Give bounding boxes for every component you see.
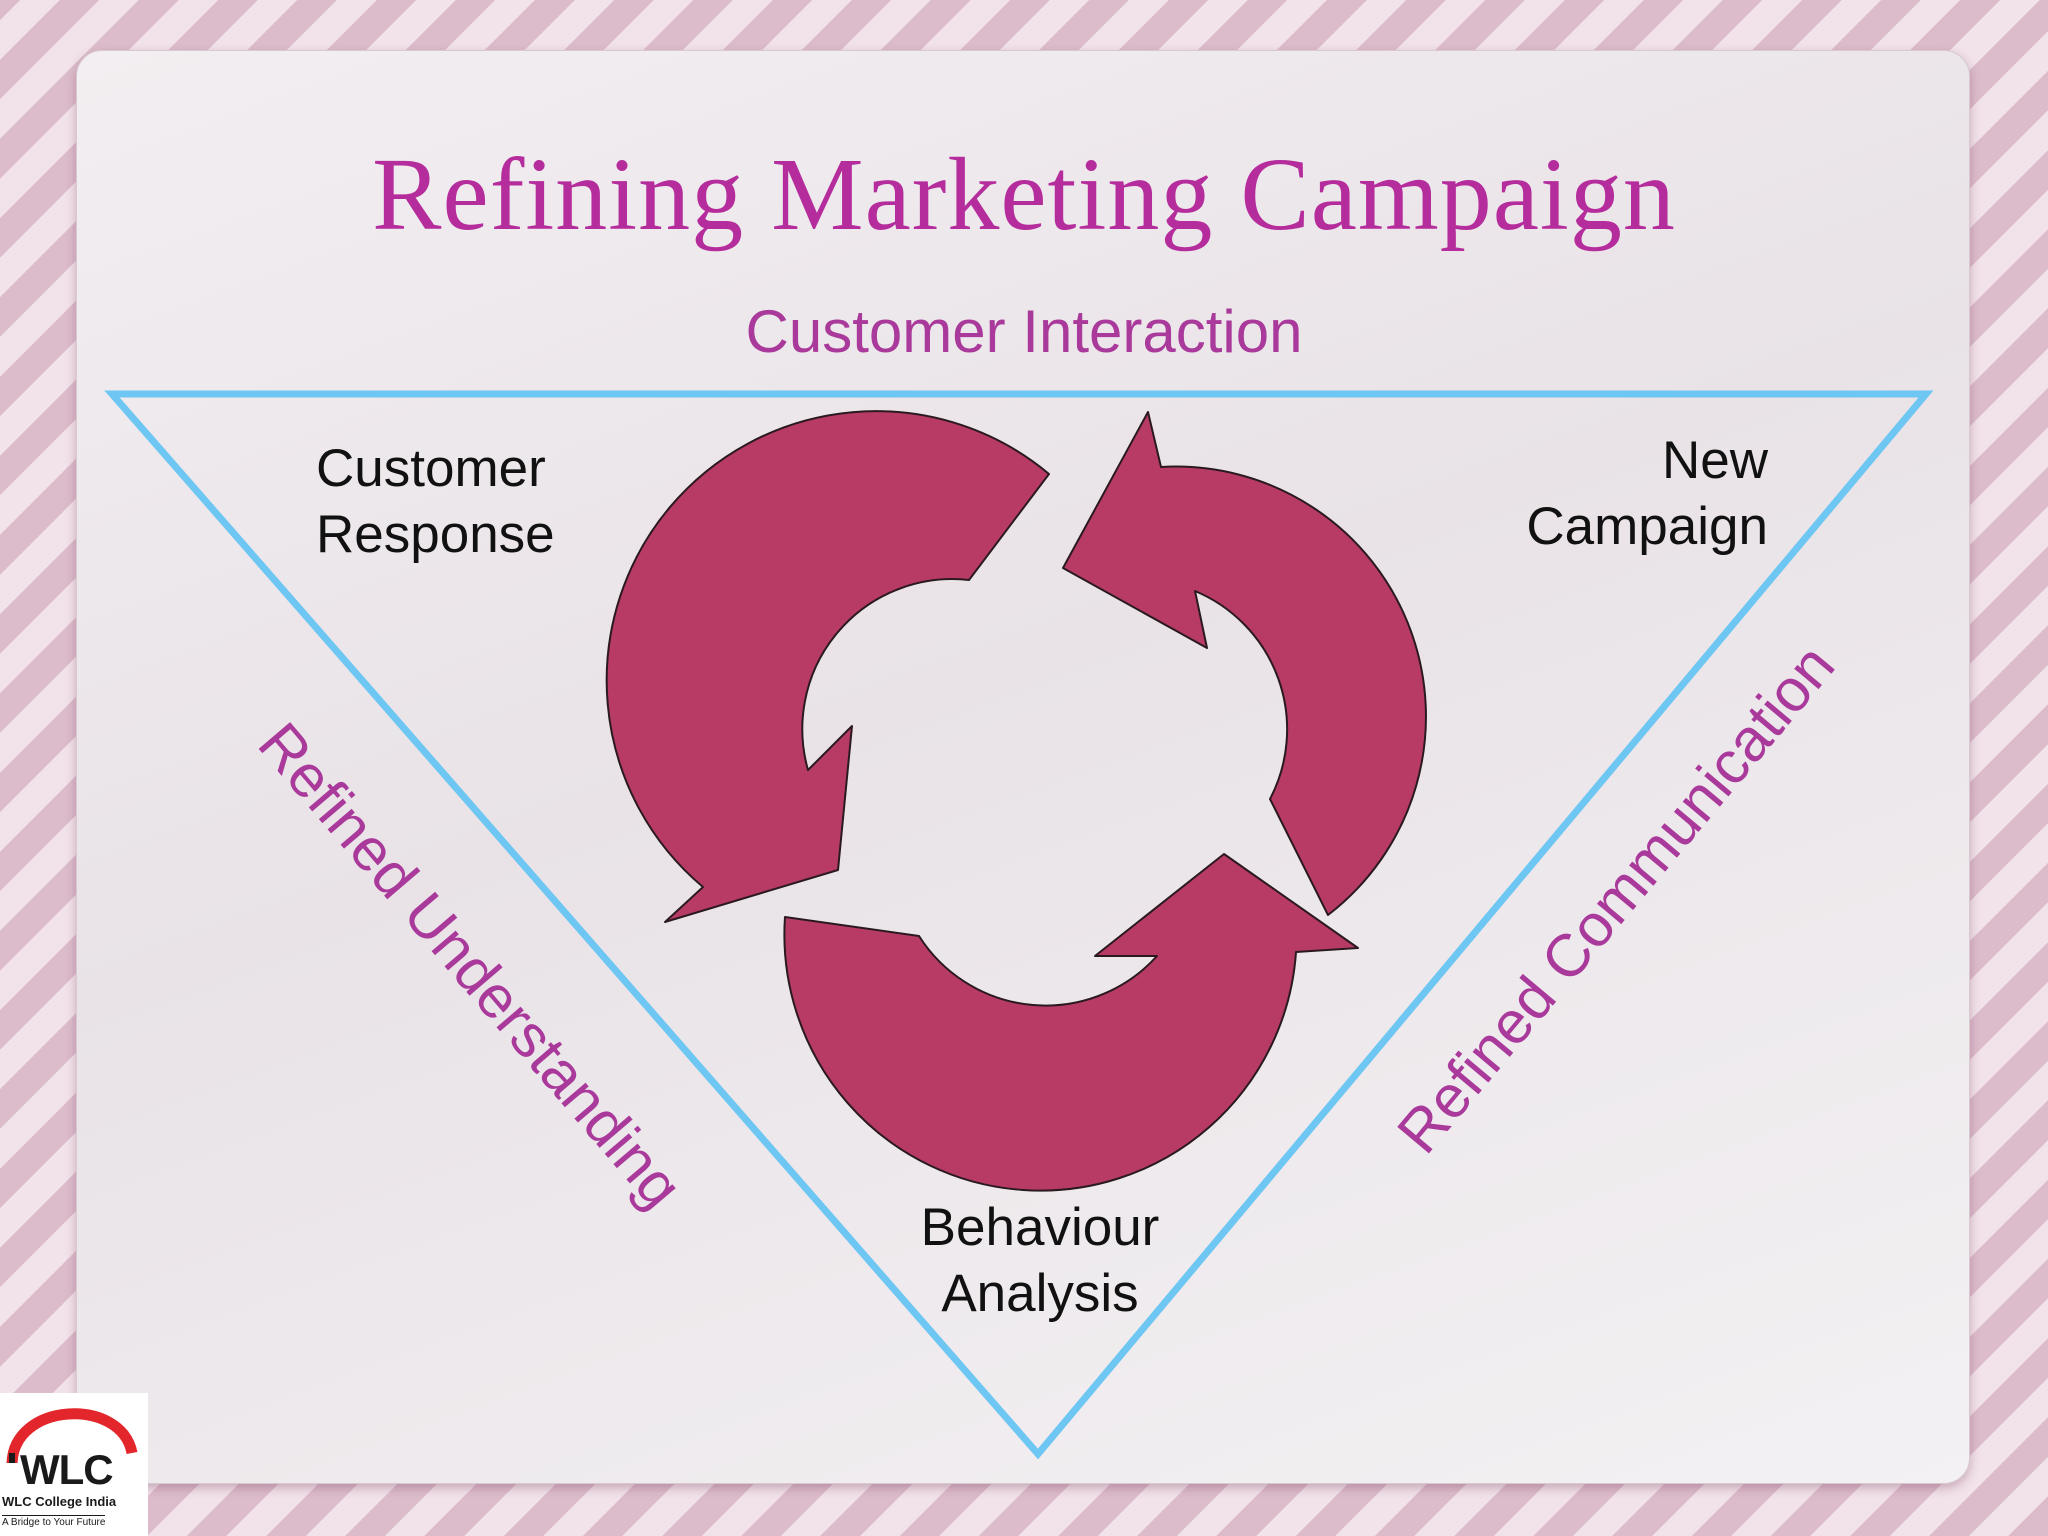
logo-arc-icon bbox=[6, 1408, 138, 1463]
node-new-campaign-line-2: Campaign bbox=[1526, 497, 1768, 556]
node-behaviour-analysis-line-2: Analysis bbox=[941, 1264, 1139, 1323]
cycle-arrows bbox=[605, 410, 1427, 1192]
cycle-arrow-left bbox=[605, 410, 1050, 923]
logo-org-name: WLC College India bbox=[2, 1494, 117, 1509]
logo-wordmark: WLC bbox=[20, 1446, 114, 1493]
slide-panel bbox=[76, 50, 1970, 1484]
node-behaviour-analysis-line-1: Behaviour bbox=[920, 1198, 1160, 1257]
slide-title: Refining Marketing Campaign bbox=[372, 137, 1676, 252]
node-customer-response-line-2: Response bbox=[316, 505, 555, 564]
node-new-campaign: New Campaign bbox=[1470, 428, 1768, 560]
triangle-top-label: Customer Interaction bbox=[745, 298, 1303, 365]
cycle-arrow-bottom bbox=[783, 853, 1359, 1192]
node-new-campaign-line-1: New bbox=[1661, 431, 1768, 490]
inverted-triangle bbox=[104, 390, 1934, 1460]
logo-tagline: A Bridge to Your Future bbox=[2, 1515, 106, 1528]
node-customer-response-line-1: Customer bbox=[316, 439, 546, 498]
node-customer-response: Customer Response bbox=[316, 436, 555, 568]
wlc-logo: WLC WLC College India A Bridge to Your F… bbox=[0, 1393, 148, 1536]
node-behaviour-analysis: Behaviour Analysis bbox=[880, 1195, 1200, 1327]
cycle-arrow-right bbox=[1062, 411, 1427, 916]
